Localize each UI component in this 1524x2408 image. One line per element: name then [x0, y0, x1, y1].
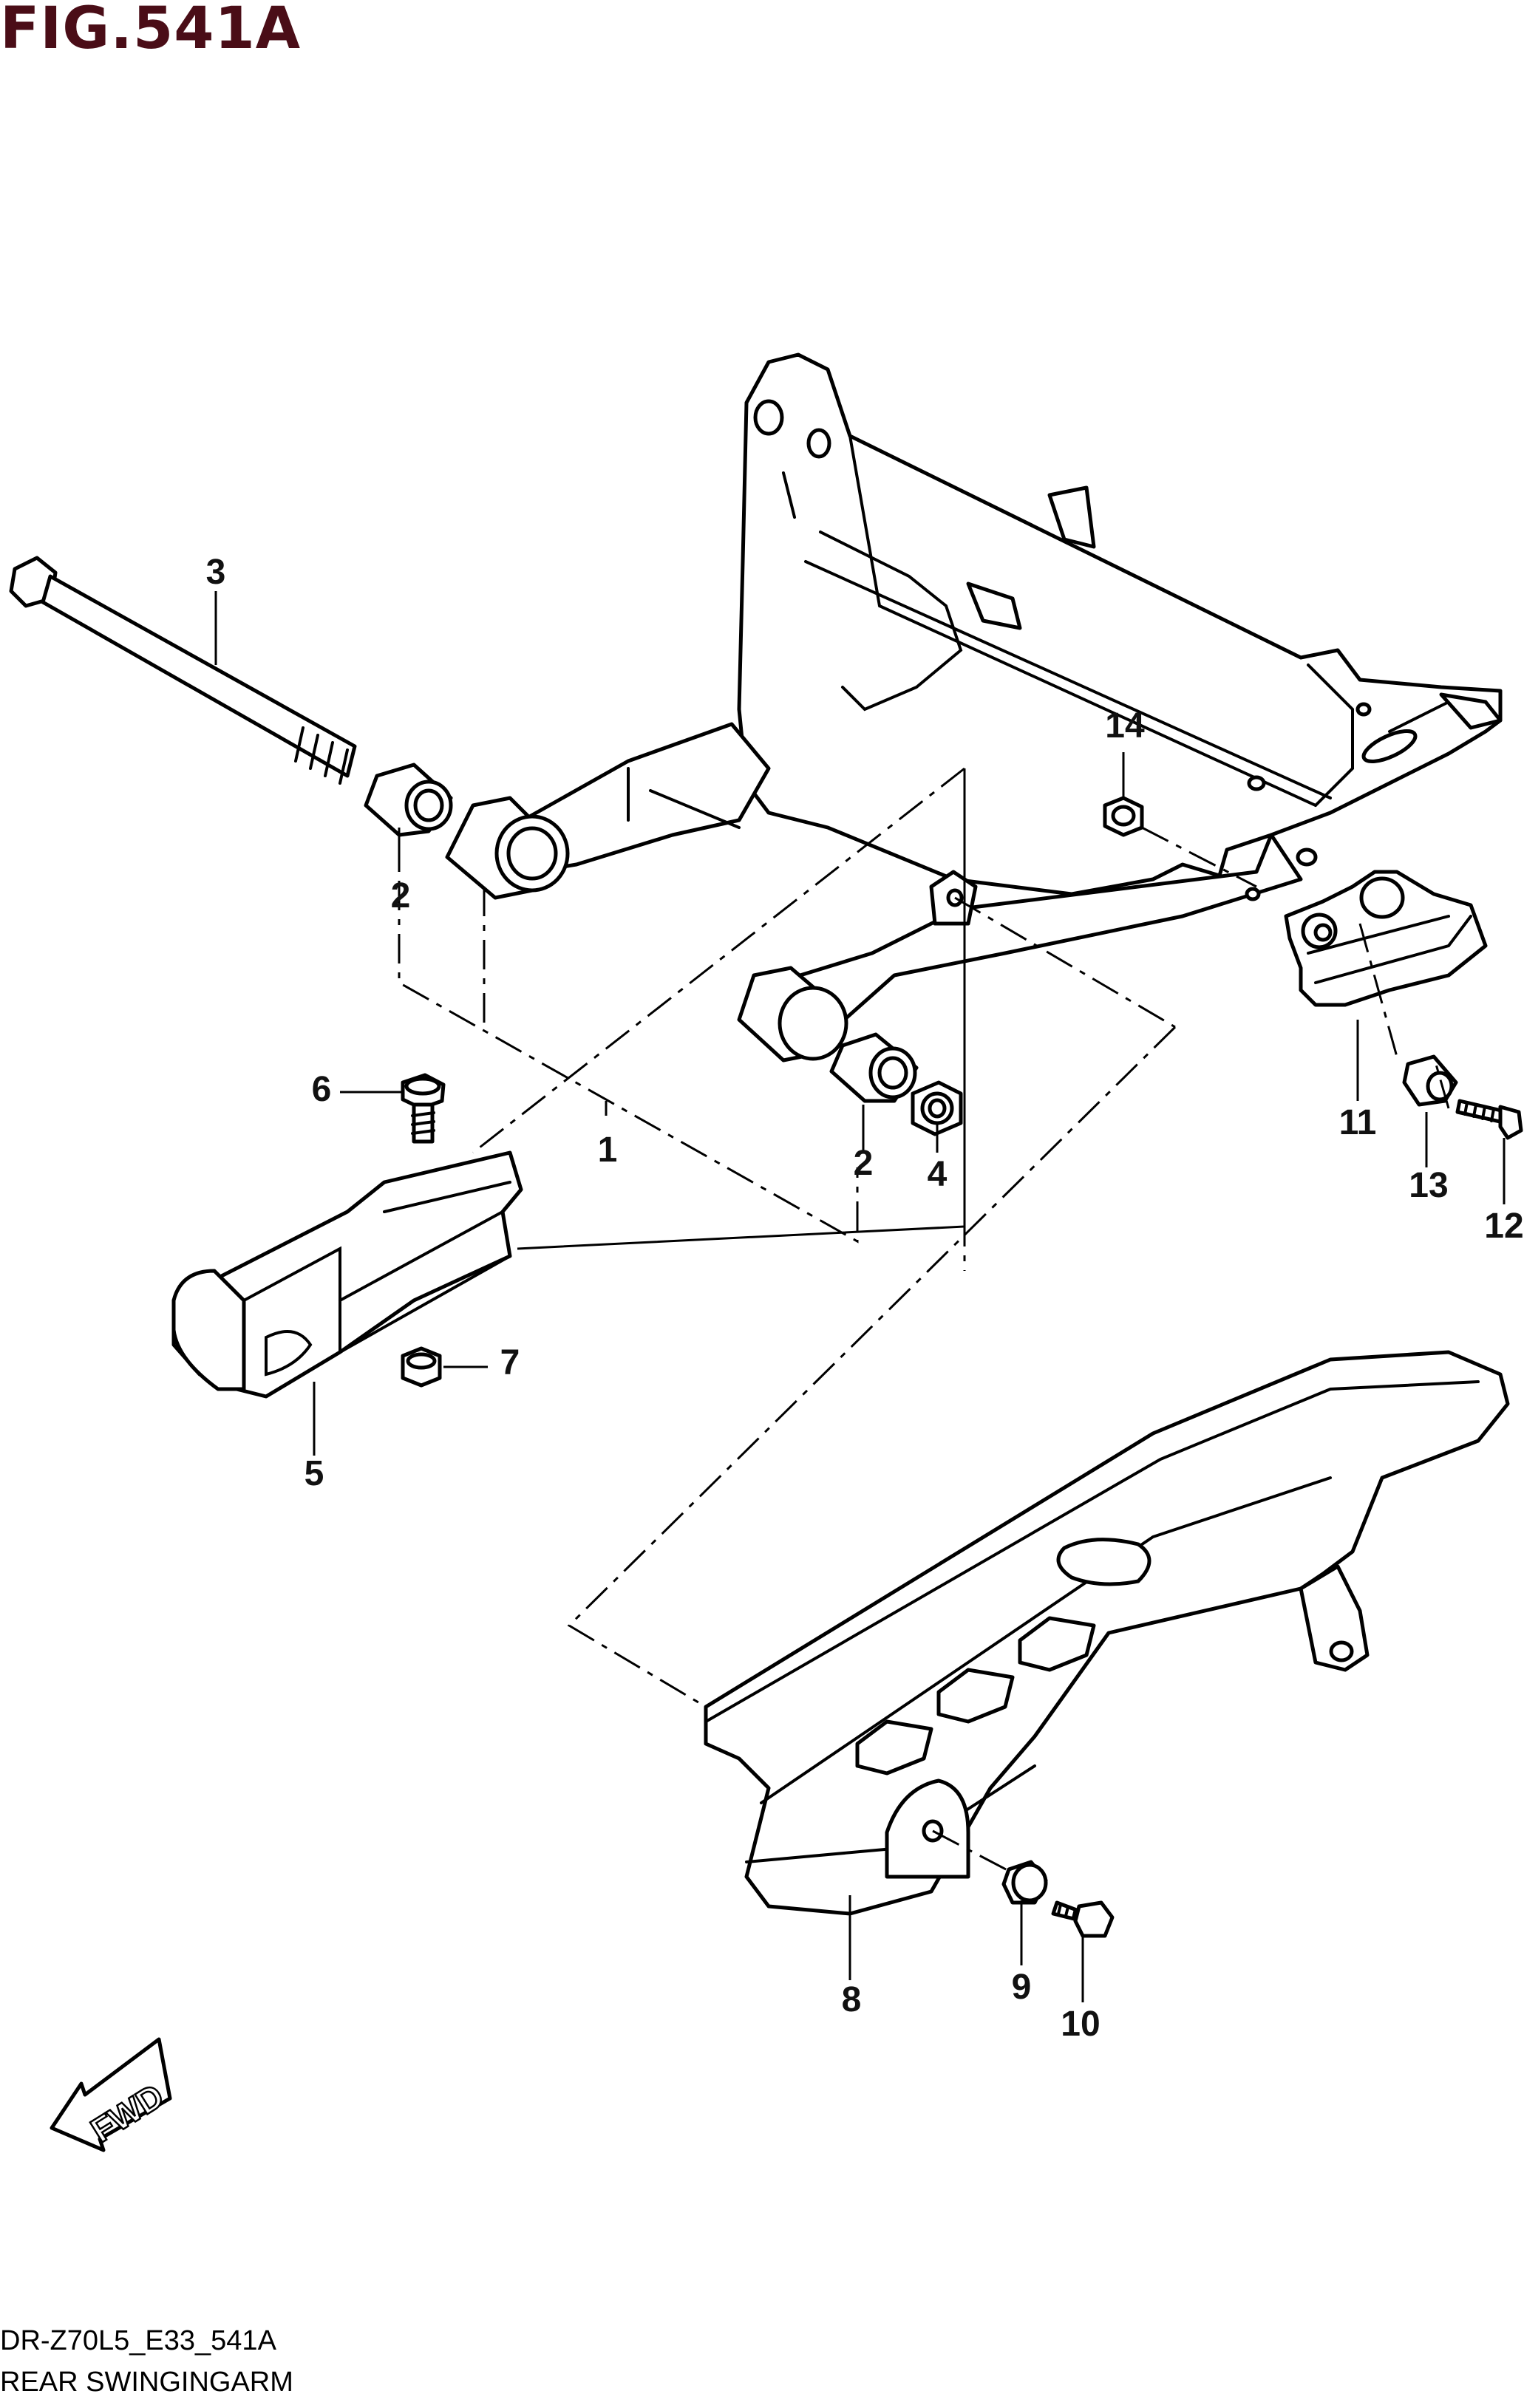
figure-footer: DR-Z70L5_E33_541A REAR SWINGINGARM	[0, 2320, 293, 2403]
slider-bolt	[401, 1073, 446, 1144]
chain-case	[704, 1350, 1510, 1916]
shock-bracket	[1245, 870, 1488, 1007]
bracket-bolt	[1455, 1099, 1523, 1140]
callout-10: 10	[1061, 2005, 1100, 2044]
model-code: DR-Z70L5_E33_541A	[0, 2325, 276, 2356]
callout-3: 3	[206, 553, 226, 592]
callout-labels: 1 2 2 3 4 5 6 7 8 9 10 11 12 13 14	[206, 553, 1524, 2044]
callout-11: 11	[1339, 1103, 1377, 1142]
callout-9: 9	[1012, 1968, 1032, 2007]
callout-12: 12	[1484, 1207, 1523, 1246]
case-bolt	[1051, 1900, 1115, 1938]
callout-13: 13	[1409, 1166, 1448, 1205]
chain-slider	[171, 1150, 523, 1399]
bracket-spacer	[1402, 1054, 1458, 1107]
figure-title: FIG.541A	[0, 0, 302, 62]
callout-5: 5	[305, 1454, 324, 1493]
callout-6: 6	[312, 1070, 332, 1109]
case-collar	[1001, 1860, 1048, 1905]
collar-front	[364, 763, 453, 837]
callout-1: 1	[598, 1130, 618, 1170]
callout-leaders	[214, 591, 1506, 2002]
callout-4: 4	[928, 1155, 948, 1194]
callout-2-front: 2	[391, 876, 411, 915]
swingarm	[445, 352, 1503, 1063]
callout-8: 8	[842, 1980, 862, 2019]
callout-2-rear: 2	[854, 1144, 874, 1183]
fwd-arrow-icon: FWD	[50, 2037, 172, 2152]
collar-rear	[829, 1032, 919, 1103]
figure-name: REAR SWINGINGARM	[0, 2367, 293, 2398]
callout-14: 14	[1105, 706, 1145, 746]
slider-nut	[401, 1346, 442, 1388]
bracket-nut	[1103, 796, 1257, 888]
pivot-nut	[911, 1080, 963, 1136]
pivot-bolt	[9, 556, 357, 785]
assembly-guide-lines	[398, 767, 1450, 1708]
callout-7: 7	[500, 1343, 520, 1382]
